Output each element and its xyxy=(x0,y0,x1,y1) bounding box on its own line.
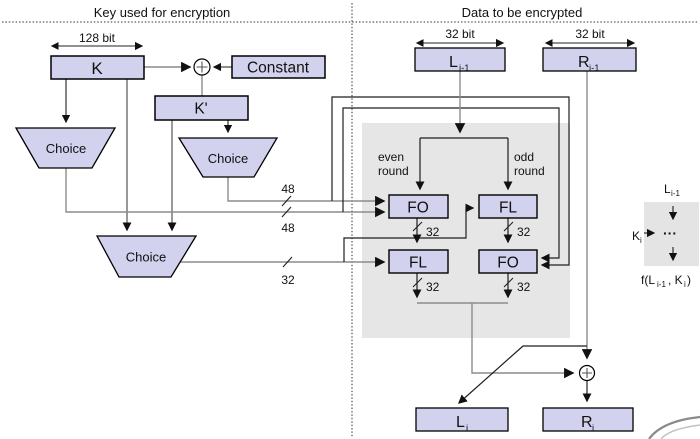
wire-choice2-48-to-fo xyxy=(227,177,386,207)
rnext-register-label: R xyxy=(581,414,593,431)
legend-output-expression: f(L i-1 , K i ) xyxy=(641,273,691,289)
buswidth-label-48b: 48 xyxy=(281,221,295,235)
wire-rprev-to-lnext xyxy=(457,345,587,404)
odd-round-label-1: odd xyxy=(514,150,534,164)
fo-odd-label: FO xyxy=(497,255,519,272)
legend-key-subscript: i xyxy=(640,236,642,245)
choice1-trapezoid xyxy=(14,127,117,169)
legend-f-sub1: i-1 xyxy=(657,280,666,289)
choice2-trapezoid xyxy=(177,137,279,178)
even-round-label-2: round xyxy=(378,164,409,178)
kprime-register-box xyxy=(154,95,249,121)
constant-label: Constant xyxy=(247,60,310,77)
buswidth-slash-fl-odd xyxy=(503,221,514,232)
fo-odd-box xyxy=(478,249,538,274)
legend-input-subscript: i-1 xyxy=(671,189,680,198)
legend-function-dots: ··· xyxy=(663,225,677,241)
rnext-register-subscript: i xyxy=(592,423,594,434)
lnext-register-label: L xyxy=(456,414,465,431)
wire-48-loop-outer-to-fo-odd xyxy=(331,96,570,270)
legend-f-sub2: i xyxy=(684,280,686,289)
constant-box xyxy=(231,55,326,79)
wire-choice1-48-to-fo xyxy=(65,168,386,218)
rprev-register-box xyxy=(542,47,637,72)
k-register-box xyxy=(50,55,145,80)
buswidth-slash-fo-even xyxy=(412,221,423,232)
legend-input-label: L xyxy=(664,182,671,196)
odd-round-label-2: round xyxy=(514,164,545,178)
buswidth-slash-fo-odd xyxy=(503,277,514,288)
legend-f-part3: ) xyxy=(687,273,691,287)
key-section-title: Key used for encryption xyxy=(94,5,231,20)
wire-48-loop-inner-to-fo-odd xyxy=(342,107,560,263)
fl-even-box xyxy=(388,249,449,274)
kprime-register-label: K' xyxy=(194,101,207,118)
buswidth-label-32key: 32 xyxy=(281,273,295,287)
wire-f-out-to-xor xyxy=(471,303,575,379)
xor-data-icon xyxy=(578,364,596,382)
buswidth-slash-32key xyxy=(282,256,293,268)
dim-label-128bit: 128 bit xyxy=(79,31,116,45)
buswidth-label-fo-even: 32 xyxy=(426,225,440,239)
fl-odd-box xyxy=(478,194,538,219)
lprev-register-subscript: i-1 xyxy=(459,63,470,74)
corner-logo-arc xyxy=(648,415,700,439)
lprev-register-label: L xyxy=(449,54,458,71)
dim-label-32bit-left: 32 bit xyxy=(445,27,475,41)
legend-key-label: K xyxy=(632,229,640,243)
fl-even-label: FL xyxy=(409,255,427,272)
choice1-label: Choice xyxy=(46,141,86,156)
choice2-label: Choice xyxy=(208,151,248,166)
rnext-register-box xyxy=(542,407,634,432)
wire-32-branch-to-fl-odd xyxy=(343,203,475,262)
buswidth-label-fo-odd: 32 xyxy=(517,280,531,294)
even-round-label-1: even xyxy=(378,150,404,164)
lnext-register-box xyxy=(415,407,509,432)
fl-odd-label: FL xyxy=(499,200,517,217)
rprev-register-subscript: i-1 xyxy=(589,63,600,74)
buswidth-slash-fl-even xyxy=(412,277,423,288)
buswidth-slash-48b xyxy=(281,206,292,218)
buswidth-label-fl-odd: 32 xyxy=(517,225,531,239)
buswidth-slash-48a xyxy=(281,195,292,207)
k-register-label: K xyxy=(91,59,103,78)
lnext-register-subscript: i xyxy=(466,423,468,434)
rprev-register-label: R xyxy=(578,54,590,71)
choice3-label: Choice xyxy=(126,250,166,265)
data-section-title: Data to be encrypted xyxy=(462,5,583,20)
lprev-register-box xyxy=(414,47,506,72)
choice3-trapezoid xyxy=(95,235,198,278)
buswidth-label-fl-even: 32 xyxy=(426,280,440,294)
legend-f-part2: , K xyxy=(668,273,683,287)
buswidth-label-48a: 48 xyxy=(281,182,295,196)
fo-even-label: FO xyxy=(407,200,429,217)
fo-even-box xyxy=(388,194,449,219)
legend-f-part1: f(L xyxy=(641,273,655,287)
xor-key-icon xyxy=(193,58,211,76)
dim-label-32bit-right: 32 bit xyxy=(575,27,605,41)
